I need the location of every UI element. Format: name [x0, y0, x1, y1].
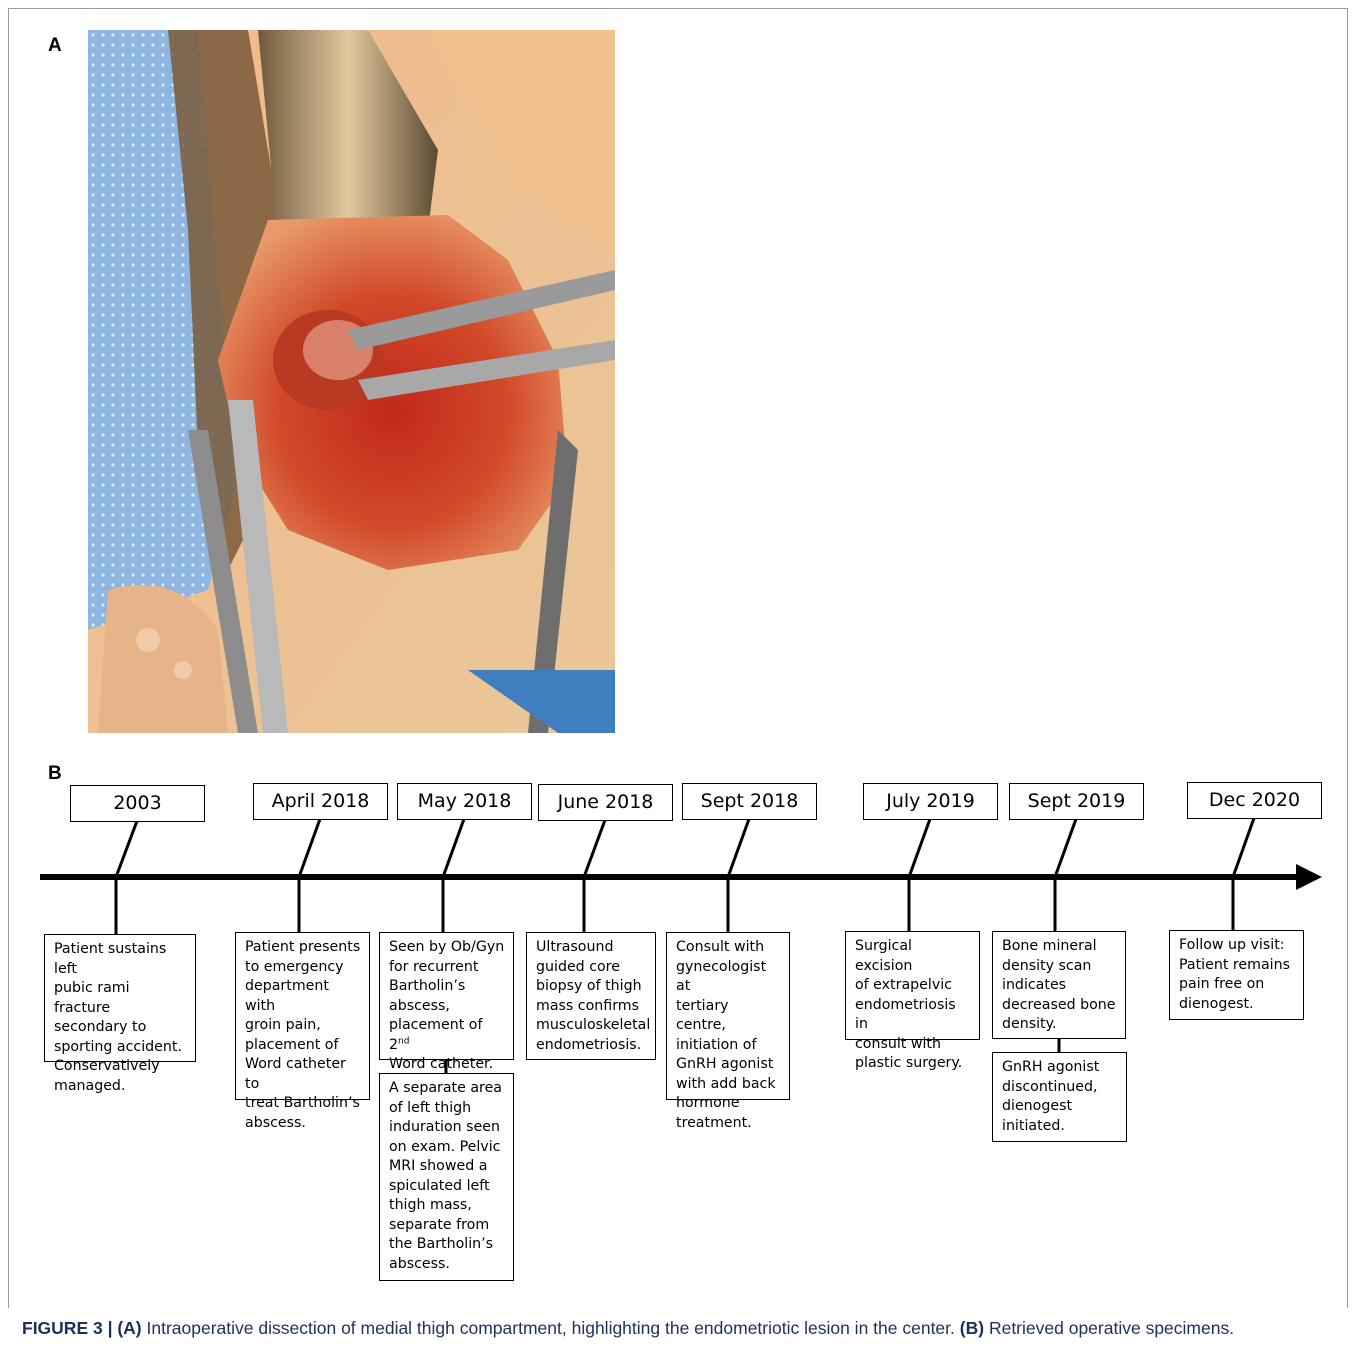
- event-may-2018-sup: nd: [398, 1036, 409, 1046]
- connector-may2018: [443, 819, 464, 877]
- caption-b-text: Retrieved operative specimens.: [989, 1318, 1234, 1338]
- event-sept-2019-bmd: Bone mineral density scan indicates decr…: [992, 931, 1126, 1039]
- date-2003: 2003: [70, 785, 205, 822]
- connector-2003: [116, 821, 137, 877]
- event-july-2019: Surgical excision of extrapelvic endomet…: [845, 931, 980, 1040]
- date-sept-2019: Sept 2019: [1009, 783, 1144, 820]
- caption-a-text: Intraoperative dissection of medial thig…: [147, 1318, 955, 1338]
- connector-dec2020: [1233, 818, 1254, 877]
- caption-b-label: (B): [960, 1318, 984, 1338]
- connector-jul2019: [909, 819, 930, 877]
- date-may-2018: May 2018: [397, 783, 532, 820]
- connector-jun2018: [584, 820, 605, 877]
- event-may-2018-text: Seen by Ob/Gyn for recurrent Bartholin’s…: [389, 939, 504, 1014]
- figure-caption: FIGURE 3 | (A) Intraoperative dissection…: [22, 1318, 1342, 1339]
- event-may-2018-line5: Word catheter.: [389, 1056, 493, 1072]
- date-dec-2020: Dec 2020: [1187, 782, 1322, 819]
- event-sept-2018: Consult with gynecologist at tertiary ce…: [666, 932, 790, 1100]
- connector-sep2019: [1055, 819, 1076, 877]
- timeline-arrowhead: [1296, 864, 1322, 890]
- event-sept-2019-gnrh: GnRH agonist discontinued, dienogest ini…: [992, 1052, 1127, 1142]
- date-sept-2018: Sept 2018: [682, 783, 817, 820]
- event-may-2018: Seen by Ob/Gyn for recurrent Bartholin’s…: [379, 932, 514, 1060]
- event-dec-2020: Follow up visit: Patient remains pain fr…: [1169, 930, 1304, 1020]
- event-may-2018-mri: A separate area of left thigh induration…: [379, 1073, 514, 1281]
- connector-sep2018: [728, 819, 749, 877]
- event-2003: Patient sustains left pubic rami fractur…: [44, 934, 196, 1062]
- event-may-2018-line4: placement of 2: [389, 1017, 482, 1053]
- date-april-2018: April 2018: [253, 783, 388, 820]
- caption-figure-label: FIGURE 3 |: [22, 1318, 112, 1338]
- event-june-2018: Ultrasound guided core biopsy of thigh m…: [526, 932, 656, 1060]
- date-june-2018: June 2018: [538, 784, 673, 821]
- event-april-2018: Patient presents to emergency department…: [235, 932, 370, 1100]
- caption-a-label: (A): [117, 1318, 141, 1338]
- date-july-2019: July 2019: [863, 783, 998, 820]
- connector-apr2018: [299, 819, 320, 877]
